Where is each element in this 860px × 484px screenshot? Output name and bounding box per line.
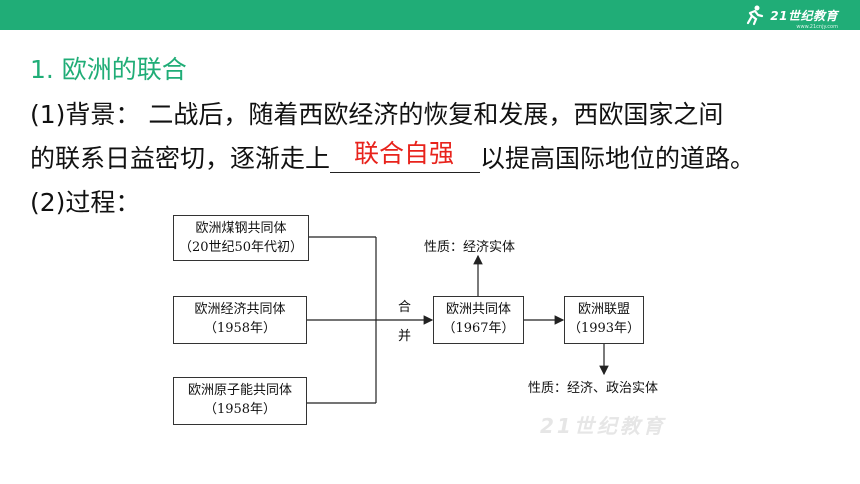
merge-label-1: 合: [398, 300, 412, 315]
background-line-2: 的联系日益密切，逐渐走上联合自强以提高国际地位的道路。: [30, 139, 755, 179]
merge-label-2: 并: [398, 329, 412, 344]
box-eu: 欧洲联盟 （1993年）: [564, 296, 644, 344]
answer-text: 联合自强: [354, 139, 455, 168]
logo-subtext: www.21cnjy.com: [796, 24, 838, 30]
line2-after: 以提高国际地位的道路。: [480, 144, 756, 173]
box-euratom: 欧洲原子能共同体 （1958年）: [173, 377, 307, 425]
eu-nature-label: 性质：经济、政治实体: [528, 381, 659, 396]
euratom-name: 欧洲原子能共同体: [187, 383, 292, 398]
ecsc-name: 欧洲煤钢共同体: [195, 221, 287, 236]
logo-text: 21世纪教育: [770, 8, 838, 23]
eu-name: 欧洲联盟: [577, 302, 630, 317]
euratom-date: （1958年）: [203, 402, 277, 417]
ecsc-date: （20世纪50年代初）: [178, 240, 304, 255]
box-ec: 欧洲共同体 （1967年）: [433, 296, 524, 344]
box-eec: 欧洲经济共同体 （1958年）: [173, 296, 307, 344]
answer-blank: 联合自强: [330, 139, 481, 173]
eu-date: （1993年）: [567, 321, 641, 336]
process-label: (2)过程：: [30, 188, 141, 217]
background-line-1: (1)背景： 二战后，随着西欧经济的恢复和发展，西欧国家之间: [30, 100, 724, 129]
runner-icon: [747, 5, 764, 26]
top-bar: 21世纪教育 www.21cnjy.com: [0, 0, 860, 30]
ec-name: 欧洲共同体: [445, 302, 511, 317]
section-heading: 1. 欧洲的联合: [30, 55, 187, 84]
watermark: 21世纪教育: [540, 414, 666, 438]
eec-name: 欧洲经济共同体: [194, 302, 286, 317]
ec-date: （1967年）: [442, 321, 515, 336]
ec-nature-label: 性质：经济实体: [424, 240, 516, 255]
box-ecsc: 欧洲煤钢共同体 （20世纪50年代初）: [173, 215, 309, 261]
line2-before: 的联系日益密切，逐渐走上: [30, 144, 331, 173]
eec-date: （1958年）: [203, 321, 277, 336]
brand-logo: 21世纪教育: [742, 3, 838, 27]
